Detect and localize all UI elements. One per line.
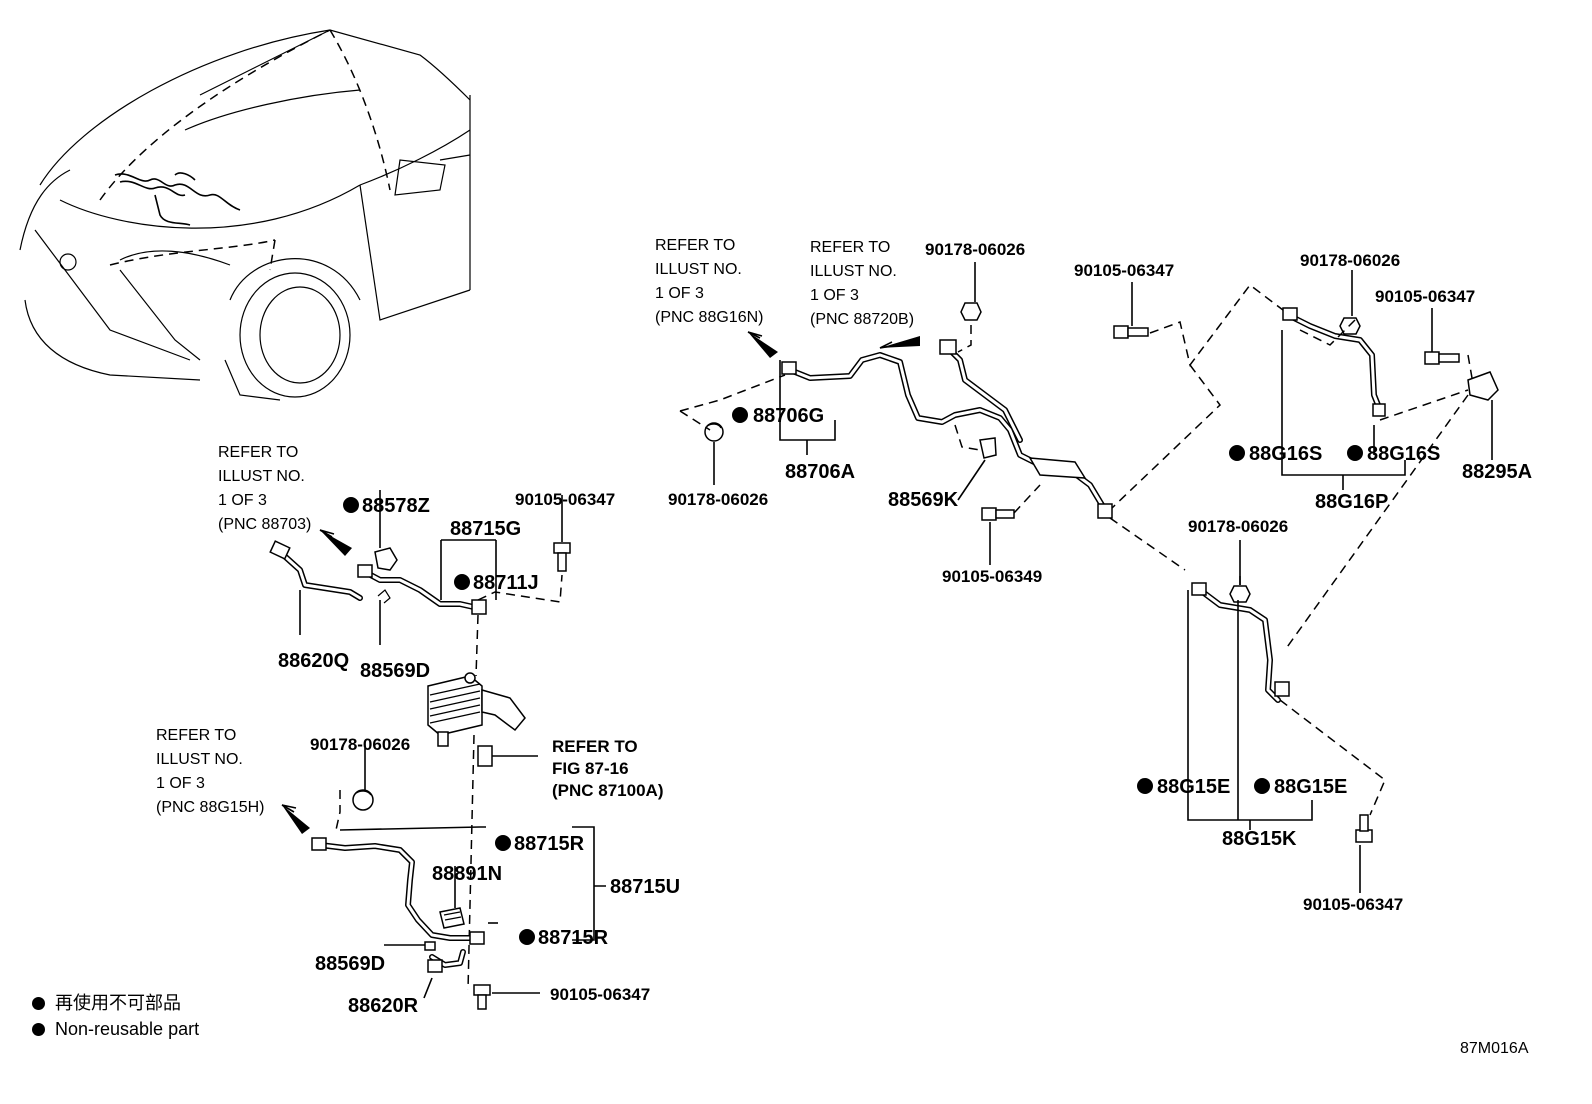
part-label: 88715U [610,876,680,898]
part-label: 90105-06349 [942,567,1042,586]
ref-text: ILLUST NO. [218,468,305,485]
part-label: 88G16S [1367,443,1440,465]
part-label: 88569D [360,660,430,682]
part-label: 90178-06026 [925,240,1025,259]
bolt-90105-06347-bottom [473,984,491,1010]
pipe-88706a [781,339,1113,519]
part-label: 88620R [348,995,419,1017]
bracket-88295a [1467,371,1499,401]
part-label: 90105-06347 [1375,287,1475,306]
part-label: 88706G [753,405,824,427]
legend-en-text: Non-reusable part [55,1019,200,1039]
ref-text: 1 OF 3 [218,492,267,509]
pad-88891n [439,907,465,929]
figure-id: 87M016A [1460,1040,1529,1057]
center-cluster [679,262,1113,565]
part-label: 88578Z [362,495,430,517]
part-label: 88G15K [1222,828,1297,850]
nut-90178-06026-center-left [704,422,724,442]
legend: 再使用不可部品 Non-reusable part [32,990,199,1042]
ref-text: REFER TO [552,737,638,756]
dot-icon [32,1023,45,1036]
pipe-88715g [357,564,487,615]
nut-90178-06026-right-lower [1229,585,1251,603]
bolt-90105-06347-top [553,542,571,572]
part-label: 88G15E [1274,776,1347,798]
clip-88578z [374,547,398,571]
part-label: 90178-06026 [310,735,410,754]
part-label: 90178-06026 [1300,251,1400,270]
pipe-88715u [311,837,485,945]
nut-90178-06026-left [352,789,374,811]
oil-cooler-unit [427,672,526,767]
legend-jp-text: 再使用不可部品 [55,993,181,1013]
part-label: 88706A [785,461,855,483]
ref-text: 1 OF 3 [156,775,205,792]
pipe-88620r [427,949,466,973]
part-label: 88G16S [1249,443,1322,465]
bolt-90105-06347-rt-b [1424,351,1460,365]
part-label: 90105-06347 [550,985,650,1004]
ref-text: REFER TO [156,727,236,744]
part-label: 88620Q [278,650,349,672]
part-label: 88G16P [1315,491,1388,513]
nut-90178-06026-center-top [960,302,982,321]
part-label: 88711J [473,572,539,594]
ref-text: REFER TO [810,239,890,256]
arrow-icon [880,336,920,348]
arrow-icon [282,805,310,834]
ref-text: (PNC 88720B) [810,311,914,328]
ref-text: REFER TO [218,444,298,461]
clip-88569k [979,437,997,459]
clip-88569d-top [377,589,391,604]
part-label: 90178-06026 [668,490,768,509]
arrow-icon [320,530,352,556]
part-label: 88G15E [1157,776,1230,798]
legend-row-en: Non-reusable part [32,1016,199,1042]
bolt-90105-06347-rt-a [1113,325,1149,339]
part-label: 90105-06347 [515,490,615,509]
ref-text: (PNC 88G15H) [156,799,264,816]
ref-text: ILLUST NO. [156,751,243,768]
ref-text: ILLUST NO. [810,263,897,280]
dot-icon [32,997,45,1010]
pipe-88g15k [1191,582,1290,703]
part-label: 90105-06347 [1074,261,1174,280]
ref-text: (PNC 88703) [218,516,311,533]
part-label: 88569D [315,953,385,975]
ref-text: (PNC 88G16N) [655,309,763,326]
bolt-90105-06347-rt-c [1355,814,1373,843]
ref-text: ILLUST NO. [655,261,742,278]
ref-text: REFER TO [655,237,735,254]
ref-text: 1 OF 3 [655,285,704,302]
pipe-88g16p [1282,307,1386,417]
part-label: 88891N [432,863,502,885]
part-label: 88715G [450,518,521,540]
part-label: 90105-06347 [1303,895,1403,914]
part-label: 88295A [1462,461,1532,483]
ref-text: 1 OF 3 [810,287,859,304]
ref-text: (PNC 87100A) [552,781,664,800]
left-cluster [269,490,606,1010]
pipe-88620q [269,540,363,601]
non-reusable-dots [343,407,1363,945]
part-label: 88715R [514,833,585,855]
ref-text: FIG 87-16 [552,759,629,778]
part-label: 88569K [888,489,959,511]
clip-88569d-bottom [424,941,436,951]
bolt-90105-06349 [981,507,1015,521]
arrow-icon [748,332,778,358]
legend-row-jp: 再使用不可部品 [32,990,199,1016]
right-cluster [1109,270,1499,893]
car-illustration [19,29,471,401]
part-label: 88715R [538,927,609,949]
part-label: 90178-06026 [1188,517,1288,536]
